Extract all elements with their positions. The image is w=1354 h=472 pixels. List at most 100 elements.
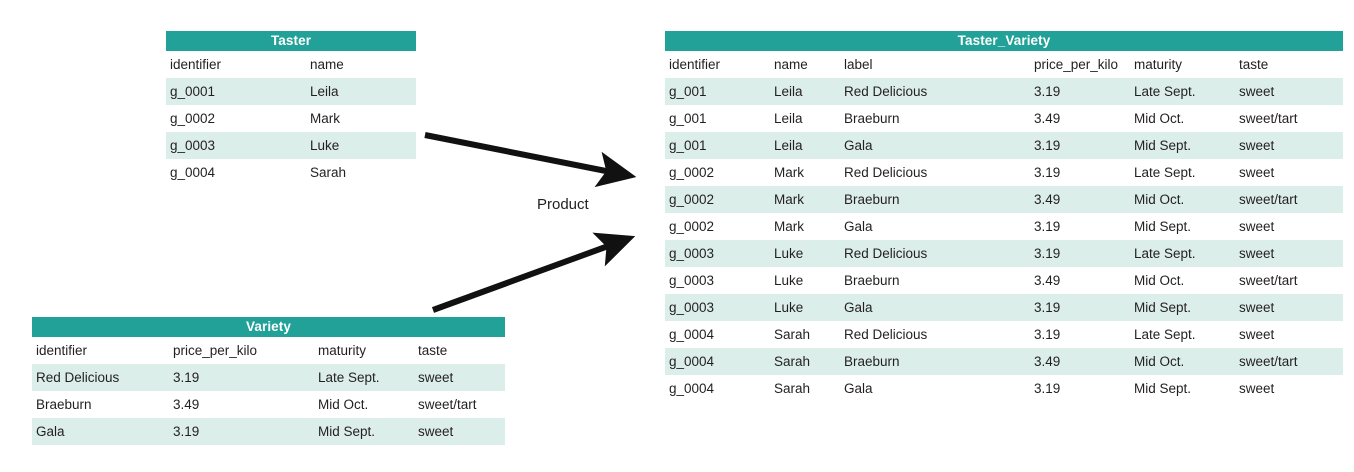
table-cell: Braeburn: [840, 105, 1030, 132]
table-cell: Late Sept.: [314, 364, 414, 391]
table-cell: sweet/tart: [1235, 105, 1343, 132]
table-cell: Gala: [840, 213, 1030, 240]
table-cell: sweet: [1235, 159, 1343, 186]
table-cell: Leila: [306, 78, 416, 105]
table-cell: Luke: [770, 294, 840, 321]
table-cell: Mid Sept.: [1130, 294, 1235, 321]
taster-variety-grid: identifier name label price_per_kilo mat…: [665, 51, 1343, 402]
table-cell: Mark: [770, 186, 840, 213]
table-cell: g_0002: [665, 159, 770, 186]
table-cell: 3.19: [169, 364, 314, 391]
table-cell: Mid Sept.: [1130, 132, 1235, 159]
table-cell: 3.19: [1030, 375, 1130, 402]
taster-variety-header-row: identifier name label price_per_kilo mat…: [665, 51, 1343, 78]
table-cell: Mid Oct.: [1130, 267, 1235, 294]
table-cell: sweet: [1235, 294, 1343, 321]
taster-col-name: name: [306, 51, 416, 78]
table-cell: Red Delicious: [32, 364, 169, 391]
table-cell: Gala: [32, 418, 169, 445]
table-cell: Mid Oct.: [314, 391, 414, 418]
variety-col-taste: taste: [414, 337, 505, 364]
taster-variety-table-title: Taster_Variety: [665, 31, 1343, 51]
table-cell: sweet: [1235, 240, 1343, 267]
result-col-label: label: [840, 51, 1030, 78]
result-col-maturity: maturity: [1130, 51, 1235, 78]
table-cell: Red Delicious: [840, 159, 1030, 186]
table-cell: Braeburn: [840, 267, 1030, 294]
variety-col-maturity: maturity: [314, 337, 414, 364]
table-cell: g_0003: [665, 267, 770, 294]
table-cell: sweet/tart: [1235, 186, 1343, 213]
table-cell: g_001: [665, 132, 770, 159]
taster-col-identifier: identifier: [166, 51, 306, 78]
table-cell: 3.19: [1030, 294, 1130, 321]
table-cell: Red Delicious: [840, 78, 1030, 105]
table-cell: g_0001: [166, 78, 306, 105]
table-cell: Braeburn: [840, 348, 1030, 375]
table-cell: g_0004: [166, 159, 306, 186]
table-cell: Leila: [770, 132, 840, 159]
table-cell: g_001: [665, 78, 770, 105]
table-cell: sweet/tart: [414, 391, 505, 418]
table-cell: Braeburn: [32, 391, 169, 418]
table-cell: Mid Sept.: [1130, 213, 1235, 240]
table-cell: g_0004: [665, 348, 770, 375]
table-cell: Mid Sept.: [1130, 375, 1235, 402]
table-cell: 3.19: [1030, 78, 1130, 105]
table-cell: Late Sept.: [1130, 159, 1235, 186]
table-cell: 3.19: [169, 418, 314, 445]
variety-header-row: identifier price_per_kilo maturity taste: [32, 337, 505, 364]
variety-table: Variety identifier price_per_kilo maturi…: [32, 317, 505, 445]
variety-table-title: Variety: [32, 317, 505, 337]
table-cell: Red Delicious: [840, 321, 1030, 348]
table-cell: Leila: [770, 78, 840, 105]
table-cell: g_0002: [665, 186, 770, 213]
result-col-price-per-kilo: price_per_kilo: [1030, 51, 1130, 78]
table-cell: Braeburn: [840, 186, 1030, 213]
table-cell: 3.19: [1030, 213, 1130, 240]
table-cell: Mark: [770, 213, 840, 240]
table-cell: 3.49: [1030, 348, 1130, 375]
table-cell: Luke: [770, 240, 840, 267]
variety-col-price-per-kilo: price_per_kilo: [169, 337, 314, 364]
table-cell: sweet: [414, 418, 505, 445]
table-cell: g_0003: [665, 294, 770, 321]
taster-header-row: identifier name: [166, 51, 416, 78]
table-cell: 3.19: [1030, 132, 1130, 159]
result-col-name: name: [770, 51, 840, 78]
table-cell: Sarah: [306, 159, 416, 186]
table-cell: 3.49: [1030, 267, 1130, 294]
table-cell: 3.49: [169, 391, 314, 418]
table-cell: sweet: [1235, 375, 1343, 402]
table-cell: 3.19: [1030, 321, 1130, 348]
table-cell: Sarah: [770, 348, 840, 375]
table-cell: g_0003: [166, 132, 306, 159]
table-cell: sweet: [1235, 321, 1343, 348]
table-cell: 3.49: [1030, 186, 1130, 213]
table-cell: Late Sept.: [1130, 240, 1235, 267]
table-cell: Late Sept.: [1130, 321, 1235, 348]
table-cell: sweet/tart: [1235, 267, 1343, 294]
arrow-variety-to-result: [431, 232, 636, 313]
table-cell: Gala: [840, 375, 1030, 402]
table-cell: g_0002: [166, 105, 306, 132]
table-cell: Red Delicious: [840, 240, 1030, 267]
product-operation-label: Product: [537, 196, 589, 213]
